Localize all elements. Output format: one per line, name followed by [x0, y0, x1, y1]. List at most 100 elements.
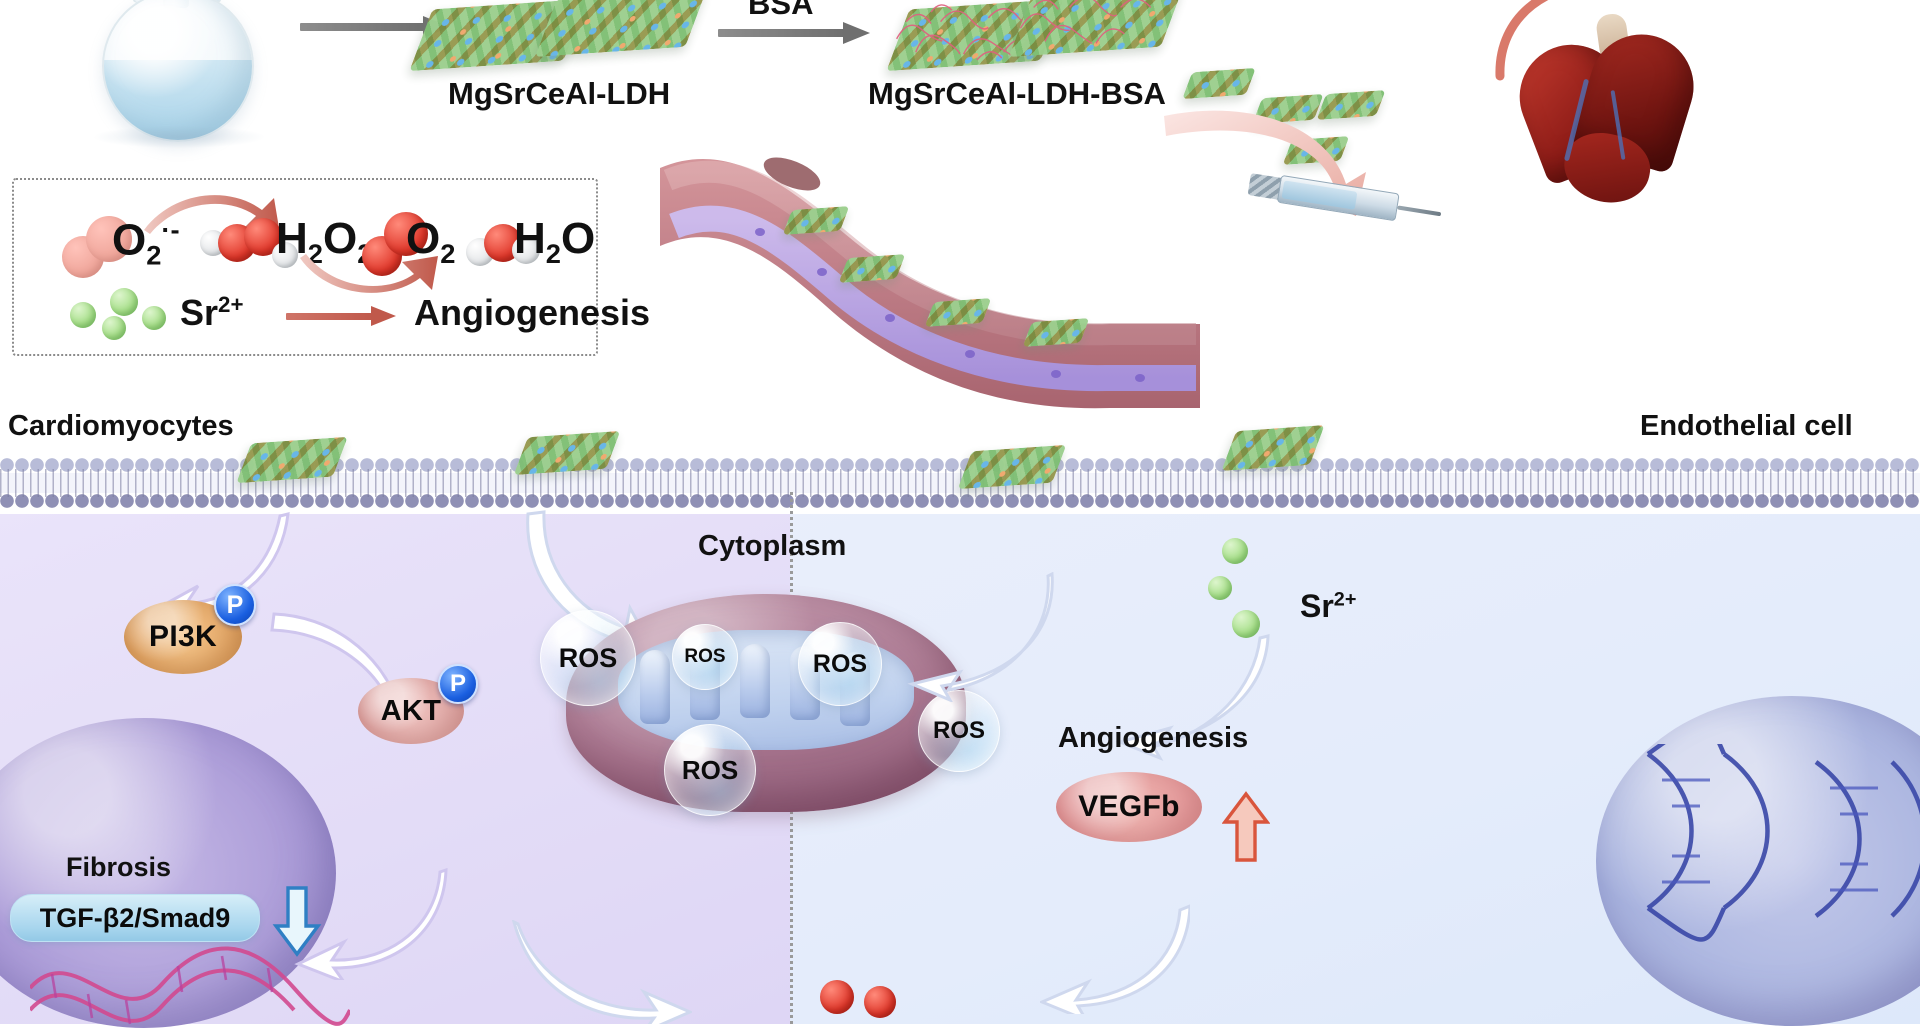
- angiogenesis-arrow: [286, 306, 396, 326]
- ros-bubble: ROS: [664, 724, 756, 816]
- vessel-svg: [660, 157, 1200, 409]
- ldh-bsa-particle: [924, 298, 992, 327]
- ldh-bsa-product-label: MgSrCeAl-LDH-BSA: [868, 76, 1166, 111]
- oxygen-atom: [820, 980, 854, 1014]
- cellular-mechanism-panel: Cardiomyocytes Endothelial cell Cytoplas…: [0, 410, 1920, 1028]
- ldh-metal-sites: [1252, 93, 1324, 125]
- phospho-label: P: [226, 590, 244, 619]
- ldh-bsa-particle: [1022, 318, 1090, 347]
- ldh-metal-sites: [513, 430, 621, 476]
- water-molecule: [466, 220, 540, 272]
- ldh-metal-sites: [838, 254, 906, 283]
- ros-bubble: ROS: [540, 610, 636, 706]
- h2o2-sub1: 2: [307, 237, 323, 269]
- ldh-bsa-particle: [1316, 90, 1386, 120]
- angiogenesis-cell-label: Angiogenesis: [1058, 722, 1249, 754]
- bsa-step-label: BSA: [748, 0, 814, 21]
- endothelial-cell-label: Endothelial cell: [1640, 410, 1853, 442]
- membrane-nanoparticle: [957, 444, 1067, 490]
- cytoplasm-label: Cytoplasm: [698, 530, 847, 562]
- fibrosis-label: Fibrosis: [66, 852, 172, 882]
- ldh-metal-sites: [1008, 0, 1184, 58]
- mito-crista: [640, 650, 670, 724]
- reaction-flask: [60, 0, 290, 148]
- arrow-shaft: [718, 29, 844, 37]
- oxygen-atom: [86, 216, 132, 262]
- hydrogen-peroxide-label: H2O2: [276, 214, 372, 270]
- hydrogen-atom: [272, 242, 298, 268]
- angiogenesis-legend-label: Angiogenesis: [414, 292, 651, 333]
- vegfb-protein: VEGFb: [1056, 772, 1202, 842]
- ldh-metal-sites: [957, 444, 1067, 490]
- akt-label: AKT: [380, 694, 442, 727]
- ros-bubble: ROS: [798, 622, 882, 706]
- tgf-smad-badge: TGF-β2/Smad9: [10, 894, 260, 942]
- superoxide-label: O2·-: [112, 214, 180, 271]
- upregulation-arrow: [1222, 791, 1270, 862]
- strontium-ion-sphere: [102, 316, 126, 340]
- syringe-needle: [1397, 205, 1442, 217]
- sr-symbol: Sr: [1300, 588, 1334, 624]
- ros-label: ROS: [558, 642, 618, 673]
- strontium-cell-label: Sr2+: [1300, 588, 1356, 625]
- ldh-bsa-particle: [838, 254, 906, 283]
- superoxide-sub: 2: [146, 239, 162, 271]
- oxygen-label: O2: [406, 214, 455, 270]
- heart-illustration: [1504, 12, 1710, 211]
- bsa-conjugation-arrow: [718, 22, 870, 44]
- ldh-product-label: MgSrCeAl-LDH: [448, 76, 671, 111]
- ros-bubble: ROS: [918, 690, 1000, 772]
- phosphorylation-badge: P: [214, 584, 256, 626]
- ldh-metal-sites: [782, 206, 850, 235]
- tgf-smad-label: TGF-β2/Smad9: [39, 902, 231, 933]
- membrane-nanoparticle: [513, 430, 621, 476]
- ros-label: ROS: [684, 646, 726, 667]
- ldh-metal-sites: [1282, 136, 1350, 165]
- ldh-bsa-particle: [1182, 67, 1256, 100]
- cardiomyocytes-label: Cardiomyocytes: [8, 410, 234, 442]
- strontium-legend-label: Sr2+: [180, 292, 243, 334]
- ldh-metal-sites: [535, 0, 707, 58]
- ros-label: ROS: [932, 717, 985, 744]
- blood-vessel: [640, 128, 1240, 413]
- ldh-metal-sites: [1316, 90, 1386, 120]
- o2-sub: 2: [440, 237, 456, 269]
- strontium-ion-sphere: [1222, 538, 1248, 564]
- strontium-ion-sphere: [110, 288, 138, 316]
- ros-label: ROS: [681, 754, 739, 785]
- syringe: [1243, 157, 1445, 243]
- superoxide-charge: ·-: [161, 214, 180, 245]
- phosphorylation-badge: P: [438, 664, 478, 704]
- phospho-label: P: [449, 670, 466, 697]
- downregulation-arrow: [272, 886, 322, 957]
- h2o-h: H: [514, 214, 546, 263]
- ldh-metal-sites: [1221, 425, 1325, 471]
- ldh-metal-sites: [236, 436, 348, 484]
- hydrogen-atom: [512, 236, 540, 264]
- membrane-nanoparticle: [236, 436, 348, 484]
- arrow-head: [843, 22, 870, 44]
- ldh-bsa-particle: [1282, 136, 1350, 165]
- ldh-bsa-nanoparticle: [1008, 0, 1184, 58]
- oxygen-atom: [864, 986, 896, 1018]
- ros-scavenging-legend: O2·- H2O2: [12, 178, 650, 356]
- strontium-ion-sphere: [1232, 610, 1260, 638]
- water-label: H2O: [514, 214, 595, 270]
- vegfb-label: VEGFb: [1078, 790, 1180, 823]
- h2o2-o: O: [322, 214, 358, 263]
- ldh-metal-sites: [924, 298, 992, 327]
- ros-label: ROS: [812, 649, 868, 678]
- sr-symbol: Sr: [180, 292, 219, 333]
- sr-charge: 2+: [1333, 588, 1357, 611]
- oxygen-molecule: [362, 212, 434, 278]
- h2o-o: O: [560, 214, 596, 263]
- flask-shadow: [94, 126, 264, 148]
- ldh-bsa-particle: [782, 206, 850, 235]
- strontium-ion-sphere: [1208, 576, 1232, 600]
- ros-bubble: ROS: [672, 624, 738, 690]
- arrow-shaft: [286, 313, 372, 320]
- superoxide-main: O: [112, 215, 147, 265]
- arrow-head: [371, 306, 396, 326]
- pi3k-label: PI3K: [149, 620, 217, 653]
